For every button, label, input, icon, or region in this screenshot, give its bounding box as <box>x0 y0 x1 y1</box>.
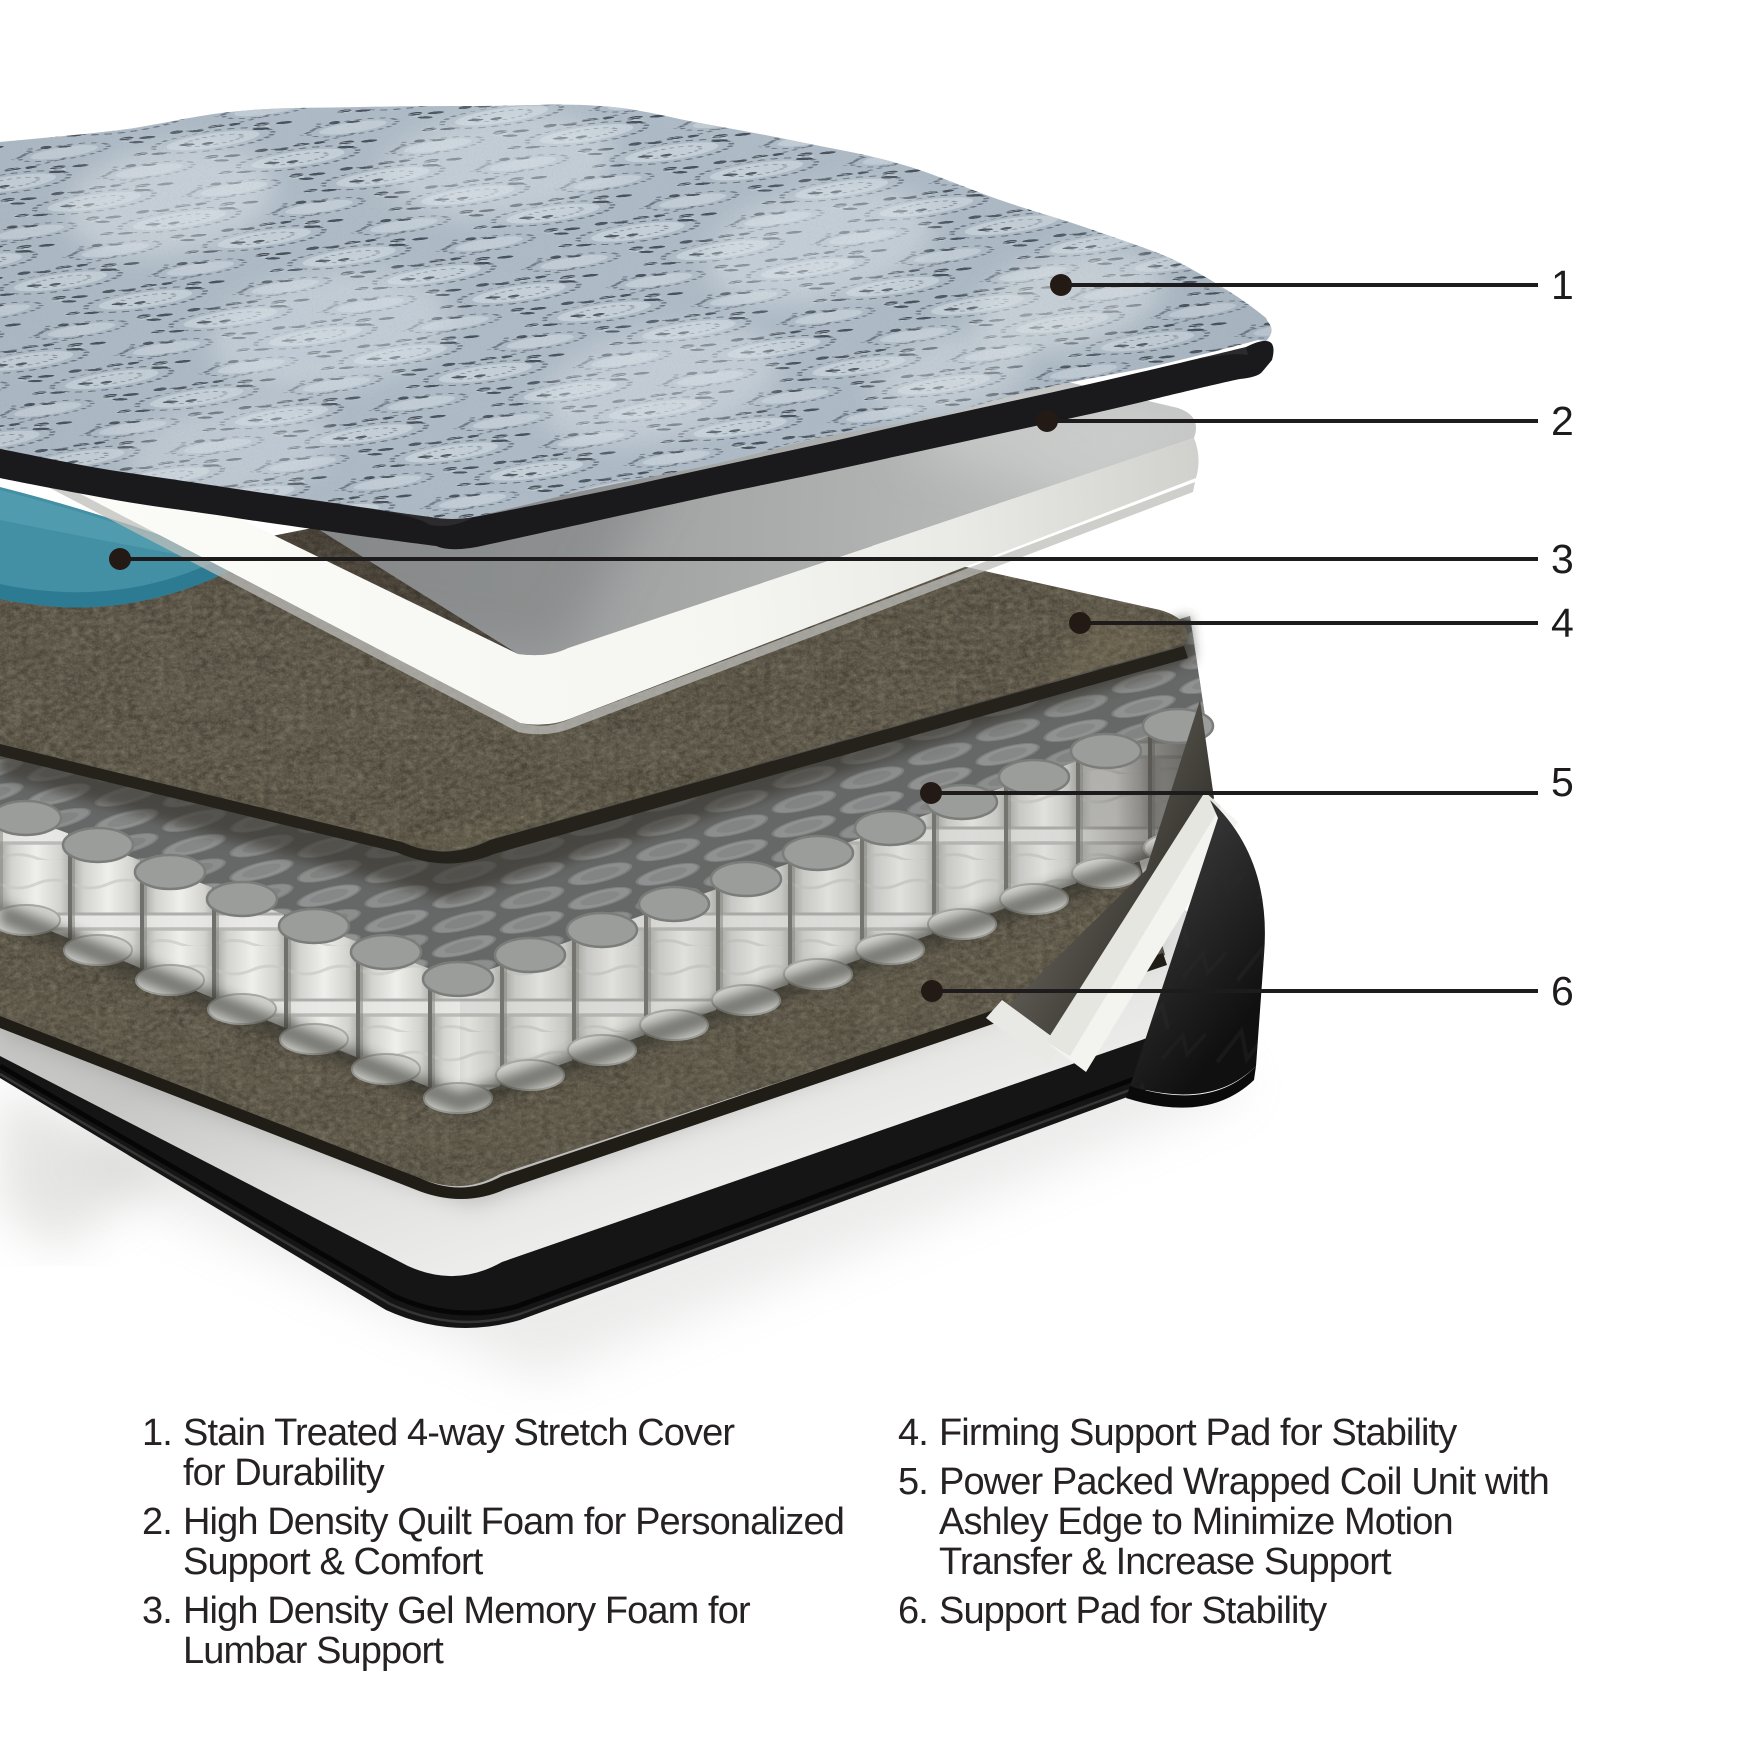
legend-text-1: Stain Treated 4-way Stretch Cover for Du… <box>183 1412 735 1494</box>
legend-text-5: Power Packed Wrapped Coil Unit with Ashl… <box>939 1461 1550 1583</box>
coil-front-row-tops <box>0 707 1215 998</box>
callout-number-3: 3 <box>1551 536 1574 582</box>
legend-number-4: 4. <box>898 1412 929 1454</box>
base-corner-wedge <box>1046 792 1265 1108</box>
callout-number-1: 1 <box>1551 262 1574 308</box>
legend-number-6: 6. <box>898 1590 929 1632</box>
callout-numbers: 1 2 3 4 5 6 <box>1551 262 1574 1014</box>
legend-item-3: 3.High Density Gel Memory Foam for Lumba… <box>142 1591 882 1671</box>
legend-number-5: 5. <box>898 1461 929 1503</box>
coil-front-right-face <box>460 716 1205 1100</box>
callout-dot-1 <box>1050 274 1072 296</box>
legend-left-column: 1.Stain Treated 4-way Stretch Cover for … <box>142 1413 882 1680</box>
legend-item-1: 1.Stain Treated 4-way Stretch Cover for … <box>142 1413 882 1493</box>
callout-number-6: 6 <box>1551 968 1574 1014</box>
callout-dot-3 <box>109 548 131 570</box>
legend-text-3: High Density Gel Memory Foam for Lumbar … <box>183 1590 751 1672</box>
callout-number-2: 2 <box>1551 398 1574 444</box>
callout-dot-6 <box>921 980 943 1002</box>
callout-dots <box>109 274 1091 1002</box>
legend-text-4: Firming Support Pad for Stability <box>939 1412 1457 1454</box>
legend-right-column: 4.Firming Support Pad for Stability 5.Po… <box>898 1413 1658 1640</box>
quilt-foam-face <box>0 402 1199 725</box>
callout-dot-2 <box>1036 410 1058 432</box>
legend-text-6: Support Pad for Stability <box>939 1590 1327 1632</box>
legend-item-6: 6.Support Pad for Stability <box>898 1591 1658 1631</box>
callout-number-4: 4 <box>1551 600 1574 646</box>
legend-number-3: 3. <box>142 1590 173 1632</box>
legend-item-2: 2.High Density Quilt Foam for Personaliz… <box>142 1502 882 1582</box>
legend-number-2: 2. <box>142 1501 173 1543</box>
legend-number-1: 1. <box>142 1412 173 1454</box>
legend-text-2: High Density Quilt Foam for Personalized… <box>183 1501 845 1583</box>
legend-item-4: 4.Firming Support Pad for Stability <box>898 1413 1658 1453</box>
callout-number-5: 5 <box>1551 759 1574 805</box>
callouts <box>120 283 1538 993</box>
cover-binding <box>0 340 1274 550</box>
callout-dot-4 <box>1069 612 1091 634</box>
coil-front-left-face <box>0 808 460 1100</box>
base-cut-interior <box>986 700 1214 1064</box>
callout-dot-5 <box>920 782 942 804</box>
legend-item-5: 5.Power Packed Wrapped Coil Unit with As… <box>898 1462 1658 1582</box>
